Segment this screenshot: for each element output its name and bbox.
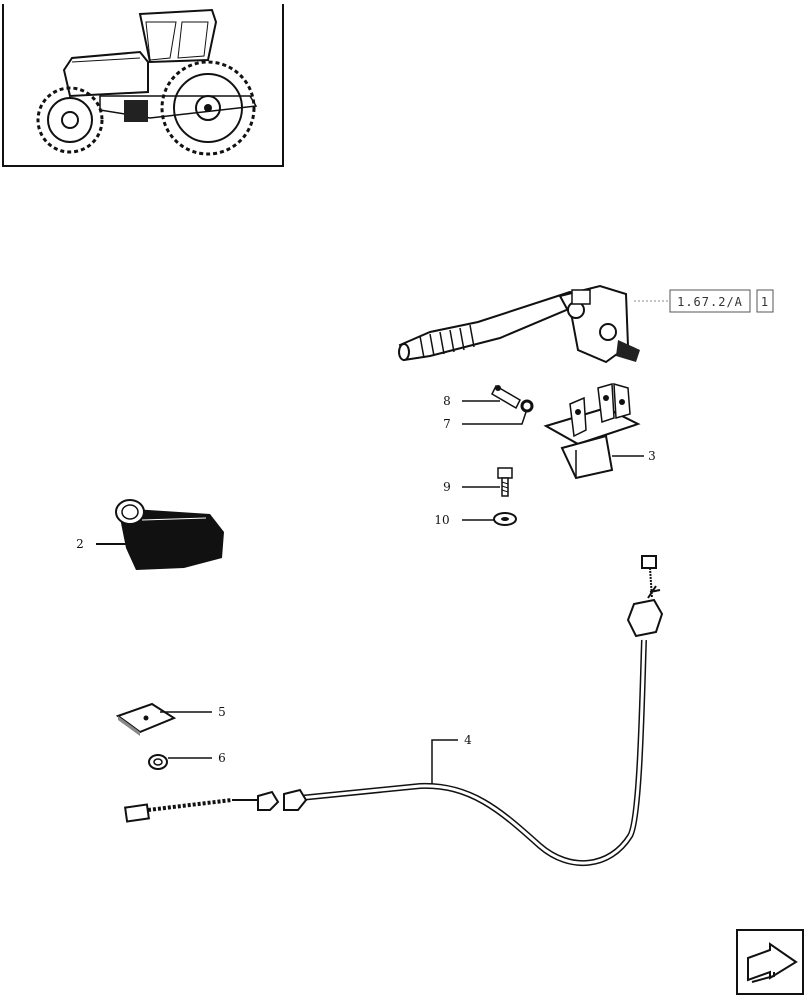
callout-10: 10 — [434, 513, 494, 527]
callout-7: 7 — [443, 411, 527, 431]
next-page-arrow-icon[interactable] — [736, 929, 804, 995]
callout-8-label: 8 — [443, 394, 451, 408]
callout-9: 9 — [443, 480, 500, 494]
callout-10-label: 10 — [434, 513, 449, 527]
callout-5: 5 — [160, 705, 226, 719]
callout-3: 3 — [612, 449, 656, 463]
part-5-plate — [115, 702, 177, 736]
callout-9-label: 9 — [443, 480, 451, 494]
part-9-bolt — [497, 467, 513, 497]
part-2-boot — [115, 499, 224, 570]
part-3-bracket — [543, 382, 641, 480]
tractor-thumbnail-icon — [2, 4, 284, 167]
part-7-clip — [520, 399, 534, 413]
callout-4-label: 4 — [464, 733, 472, 747]
part-8-pin — [491, 384, 521, 410]
reference-code: 1.67.2/A — [677, 295, 743, 309]
part-4-cable — [124, 555, 664, 867]
hand-brake-lever — [398, 284, 640, 364]
callout-4: 4 — [431, 733, 472, 784]
reference-page: 1 — [761, 295, 769, 309]
callout-8: 8 — [443, 394, 500, 408]
callout-6: 6 — [168, 751, 226, 765]
callout-3-label: 3 — [648, 449, 656, 463]
callout-2-label: 2 — [76, 537, 84, 551]
callout-6-label: 6 — [218, 751, 226, 765]
callout-2: 2 — [76, 537, 130, 551]
callout-5-label: 5 — [218, 705, 226, 719]
callout-7-label: 7 — [443, 417, 451, 431]
reference-box[interactable]: 1.67.2/A 1 — [634, 289, 774, 313]
part-10-washer — [493, 512, 517, 526]
part-6-nut — [148, 754, 168, 770]
